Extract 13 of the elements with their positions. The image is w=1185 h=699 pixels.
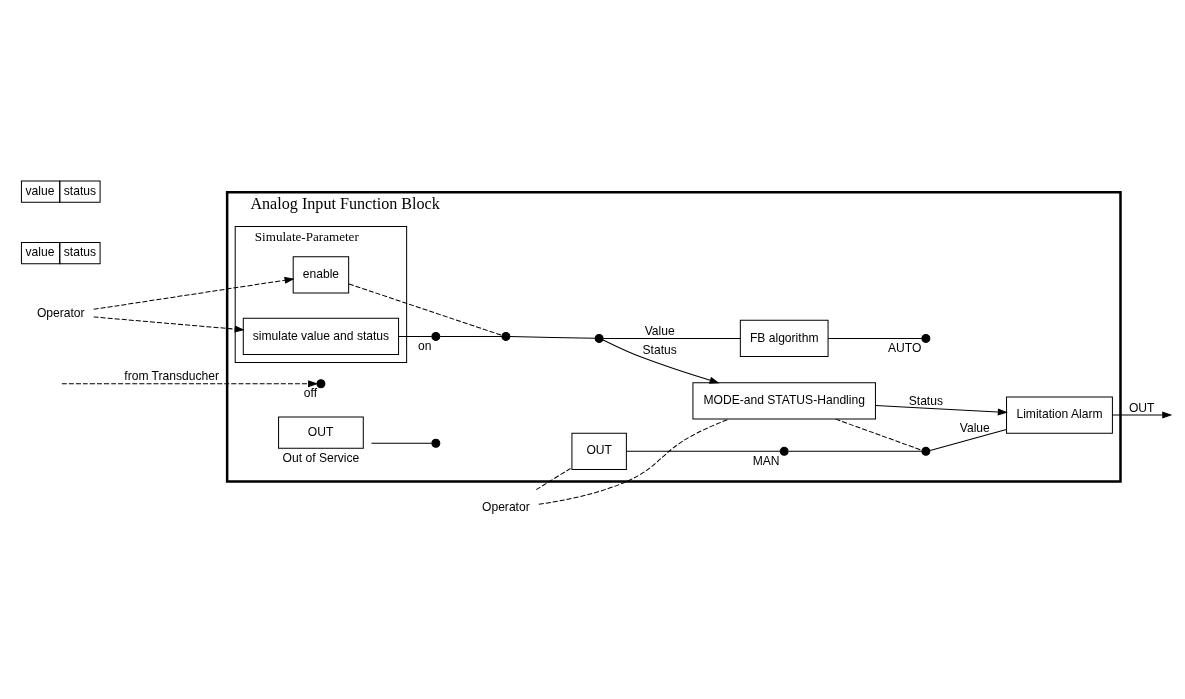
- node-label: on: [418, 339, 432, 354]
- edge-label: OUT: [1128, 400, 1155, 415]
- node-label: MAN: [752, 454, 780, 469]
- node-label: Out of Service: [282, 451, 360, 466]
- node-text: Operator: [482, 499, 530, 514]
- edge-label: from Transducher: [124, 369, 220, 384]
- node-text: Operator: [36, 306, 85, 321]
- node-label: off: [303, 386, 317, 401]
- node-label: AUTO: [888, 341, 922, 356]
- edge-label: Status: [908, 393, 944, 408]
- edge-label: Value: [959, 420, 990, 435]
- edge-label: Status: [642, 343, 677, 358]
- edge-label: Value: [644, 323, 675, 338]
